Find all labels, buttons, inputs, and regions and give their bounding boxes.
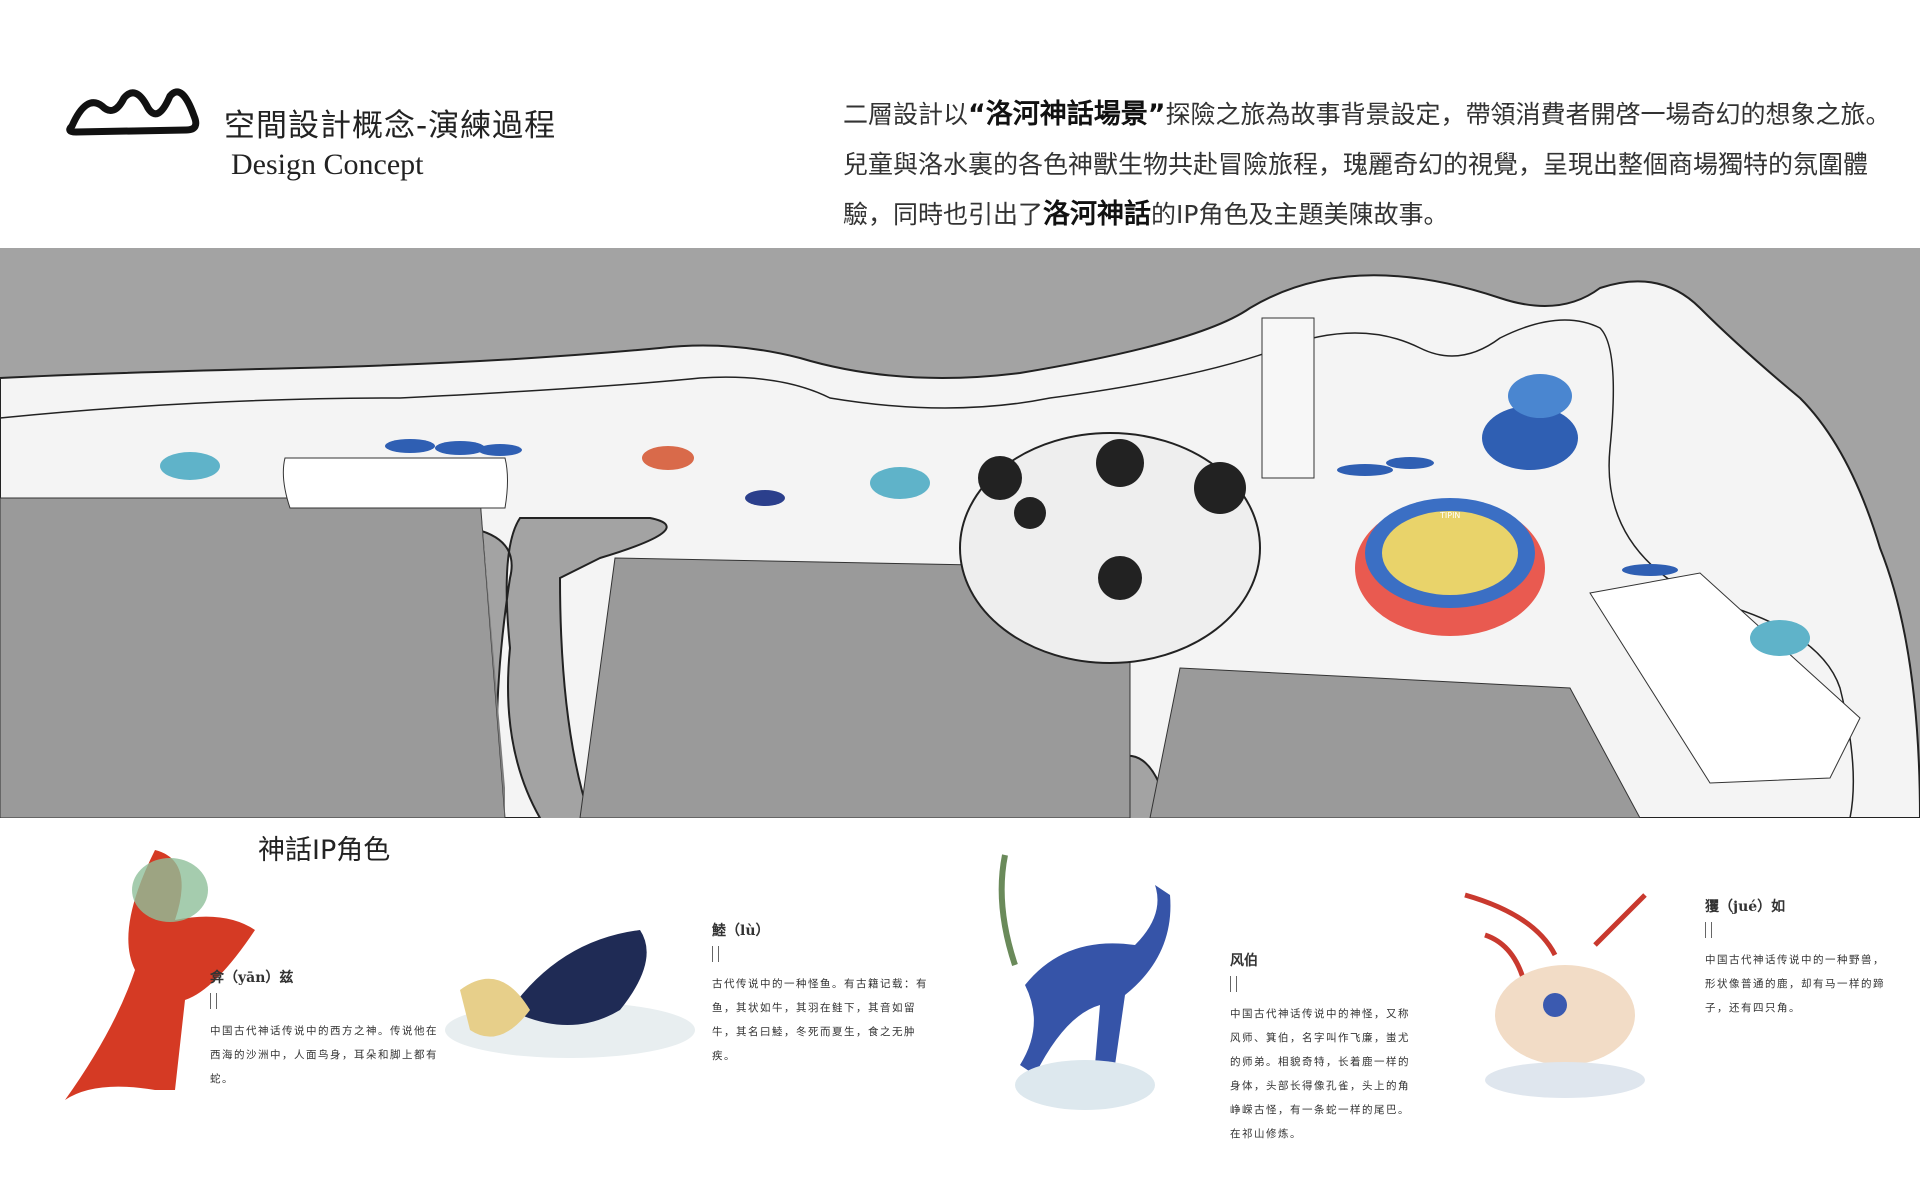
intro-paragraph: 二層設計以“洛河神話場景”探險之旅為故事背景設定，帶領消費者開啓一場奇幻的想象之… <box>843 90 1903 240</box>
character-card-lu: 鯥（lù） 古代传说中的一种怪鱼。有古籍记载：有鱼，其状如牛，其羽在鲑下，其音如… <box>712 920 937 1068</box>
character-fengbo-illustration <box>998 854 1171 1110</box>
intro-highlight: 洛河神話 <box>1043 199 1152 230</box>
divider-mark <box>210 993 217 1009</box>
teal-wave-sculpture <box>870 467 930 499</box>
character-description: 中国古代神话传说中的神怪，又称风师、箕伯，名字叫作飞廉，蚩尤的师弟。相貌奇特，长… <box>1230 1008 1410 1140</box>
building-block-center <box>579 557 1131 818</box>
brand-logo <box>66 88 200 136</box>
intro-text: 二層設計以 <box>843 100 969 129</box>
building-block-right <box>1149 667 1641 818</box>
character-name: 风伯 <box>1230 953 1258 969</box>
fountain-base <box>1482 406 1578 470</box>
intro-text: 的IP角色及主題美陳故事。 <box>1151 200 1449 229</box>
character-name: 玃（jué）如 <box>1705 899 1786 915</box>
character-card-fengbo: 风伯 中国古代神话传说中的神怪，又称风师、箕伯，名字叫作飞廉，蚩尤的师弟。相貌奇… <box>1230 950 1415 1146</box>
blue-leaves <box>385 439 1678 576</box>
teal-bowl-sculpture <box>160 452 220 480</box>
fountain-dome <box>1508 374 1572 418</box>
teal-wave-sculpture <box>1750 620 1810 656</box>
page-subtitle: Design Concept <box>231 148 424 181</box>
trees <box>978 439 1246 600</box>
character-name: 鯥（lù） <box>712 923 770 939</box>
page-title: 空間設計概念-演練過程 <box>224 108 557 144</box>
divider-mark <box>1705 922 1712 938</box>
divider-mark <box>712 946 719 962</box>
character-card-jueru: 玃（jué）如 中国古代神话传说中的一种野兽，形状像普通的鹿，却有马一样的蹄子，… <box>1705 896 1890 1020</box>
intro-highlight: “洛河神話場景” <box>968 99 1166 130</box>
play-pool-sand <box>1382 511 1518 595</box>
character-name: 弇（yān）兹 <box>210 970 294 986</box>
character-card-yanzi: 弇（yān）兹 中国古代神话传说中的西方之神。传说他在西海的沙洲中，人面鸟身，耳… <box>210 967 440 1091</box>
character-yanzi-illustration <box>65 850 255 1100</box>
whale-sculpture <box>745 490 785 506</box>
character-description: 古代传说中的一种怪鱼。有古籍记载：有鱼，其状如牛，其羽在鲑下，其音如留牛，其名曰… <box>712 978 928 1062</box>
seating-strip <box>282 457 508 509</box>
tree-garden <box>959 432 1261 664</box>
floor-plan-rendering: TIPIN <box>0 248 1920 818</box>
white-plaza <box>1589 572 1861 784</box>
divider-mark <box>1230 976 1237 992</box>
ip-section-title: 神話IP角色 <box>258 835 391 866</box>
intro-text: 探險之旅為故事背景設定，帶領消費者開啓一場奇幻的想象之旅。兒童與洛水裏的各色神獸… <box>843 100 1891 229</box>
character-description: 中国古代神话传说中的一种野兽，形状像普通的鹿，却有马一样的蹄子，还有四只角。 <box>1705 954 1885 1014</box>
character-lu-illustration <box>445 930 695 1058</box>
play-area-sign: TIPIN <box>1439 511 1460 520</box>
character-jueru-illustration <box>1464 892 1647 1098</box>
building-block-left <box>0 497 506 818</box>
fish-sculpture <box>642 446 694 470</box>
character-description: 中国古代神话传说中的西方之神。传说他在西海的沙洲中，人面鸟身，耳朵和脚上都有蛇。 <box>210 1025 438 1085</box>
tower-block <box>1261 317 1315 479</box>
